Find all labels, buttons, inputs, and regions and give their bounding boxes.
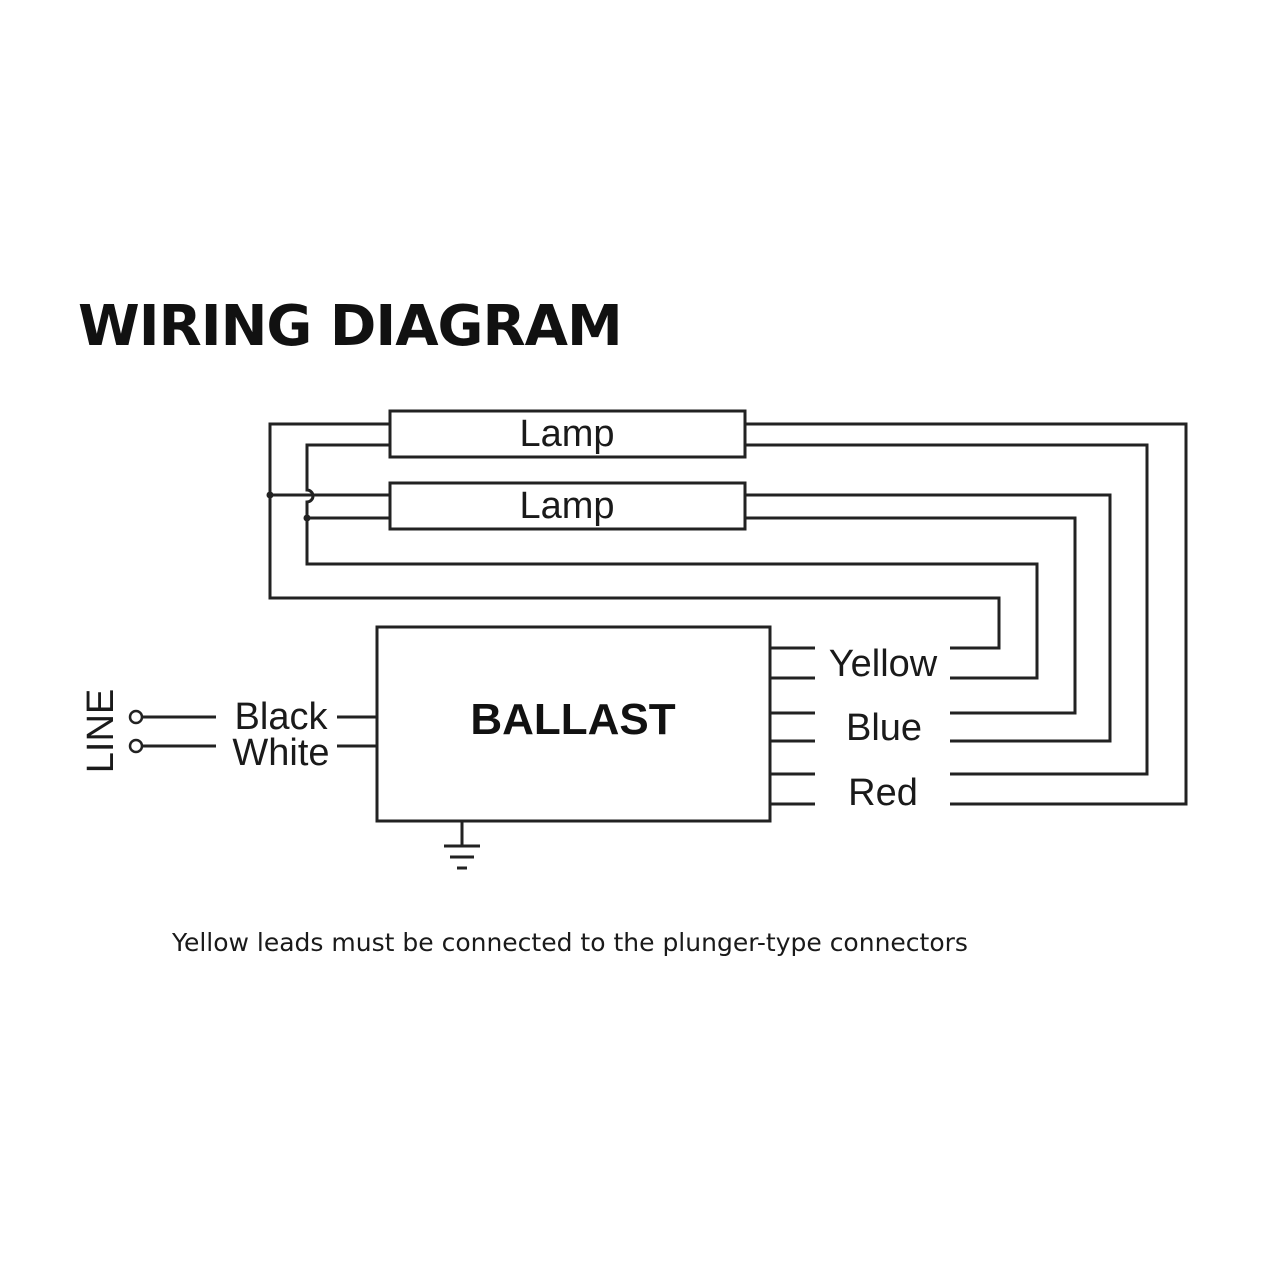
yellow-wire-outer xyxy=(268,422,1001,650)
lamp-1-tube xyxy=(388,409,747,459)
output-label-red: Red xyxy=(848,772,918,814)
red-wire-inner xyxy=(762,443,1149,776)
lamp-1: Lamp xyxy=(372,409,762,459)
line-terminal-black xyxy=(128,709,144,725)
ground-icon xyxy=(444,821,480,870)
ballast-box xyxy=(375,625,772,823)
lamp-2-label: Lamp xyxy=(519,485,614,527)
line-input: LINE Black White xyxy=(80,689,330,774)
junction-dot xyxy=(266,491,274,499)
yellow-wire-inner xyxy=(305,443,1039,680)
lamp-2: Lamp xyxy=(372,481,762,531)
junction-dot xyxy=(303,514,311,522)
blue-wire-outer xyxy=(762,493,1112,743)
red-wire-outer xyxy=(762,422,1188,806)
footnote: Yellow leads must be connected to the pl… xyxy=(171,928,968,957)
lamp-1-label: Lamp xyxy=(519,413,614,455)
line-terminal-white xyxy=(128,738,144,754)
ballast-label: BALLAST xyxy=(470,695,675,744)
input-label-black: Black xyxy=(235,696,329,738)
output-label-yellow: Yellow xyxy=(829,643,938,685)
line-label: LINE xyxy=(80,689,122,773)
diagram-title: WIRING DIAGRAM xyxy=(78,294,622,359)
left-wiring xyxy=(266,422,1039,680)
input-label-white: White xyxy=(232,732,329,774)
lamp-2-tube xyxy=(388,481,747,531)
output-label-blue: Blue xyxy=(846,707,922,749)
right-wiring xyxy=(762,422,1188,806)
ballast: BALLAST Yellow Blue Red xyxy=(337,625,938,823)
blue-wire-inner xyxy=(762,516,1077,715)
